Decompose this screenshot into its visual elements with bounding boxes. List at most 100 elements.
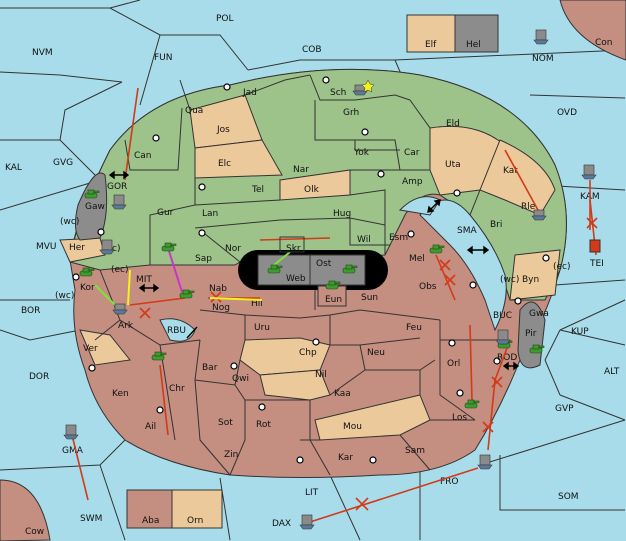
land-label: Ver [83,344,98,354]
supply-centers [72,76,550,464]
sea-label: MIT [136,275,152,285]
land-label: Cow [25,527,44,537]
land-label: GMA [62,446,84,456]
land-label: Neu [367,348,385,358]
land-label: Sot [218,418,233,428]
sea-label: ALT [604,367,620,377]
sea-label: DAX [272,519,291,529]
land-label: Qwi [232,374,249,384]
sea-label: KUP [571,327,589,337]
sea-label: GVP [555,404,574,414]
land-label: Olk [304,185,320,195]
land-label: (wc) [55,291,74,301]
territory-gaw[interactable] [74,172,108,241]
sea-label: GVG [53,158,73,168]
territory-orn[interactable] [171,489,223,529]
land-label: Sap [195,254,212,264]
land-label: Her [69,243,85,253]
territory-elf[interactable] [406,14,456,53]
sea-label: SOM [558,492,579,502]
land-label: Aba [142,516,159,526]
land-label: Web [286,274,306,284]
land-label: Mel [409,254,425,264]
sea-label: FRO [440,477,459,487]
land-label: Elf [425,40,437,50]
land-label: Sch [330,88,346,98]
land-label: Can [134,151,152,161]
territory-borders [124,74,501,271]
territory-byn[interactable] [509,249,561,301]
support-line-lime [94,284,119,309]
land-label: Eun [325,295,342,305]
land-label: Bar [202,363,218,373]
land-label: (wc) [60,217,79,227]
land-label: Gaw [85,202,105,212]
land-label: Mou [343,422,362,432]
cut-markers [139,217,598,511]
land-labels: Elf Hel Con TEI Jad Sch Qua Jos Grh Eld … [25,38,613,537]
land-label: Feu [406,323,422,333]
land-label: Hug [333,209,351,219]
support-line-yellow [127,269,131,306]
sea-label: SMA [457,226,477,236]
support-line-magenta [167,247,183,293]
land-label: Tel [251,185,264,195]
land-label: Elc [218,159,231,169]
land-label: Hel [466,40,481,50]
land-label: Gur [157,208,174,218]
land-label: Lan [202,209,218,219]
territory-borders-south [94,269,500,476]
territory-kat[interactable] [479,139,556,216]
land-label: Nab [209,284,227,294]
land-label: Pir [525,329,537,339]
land-label: Nar [293,165,309,175]
territory-ost[interactable] [309,254,366,286]
territory-cow[interactable] [0,479,51,541]
land-label: Sam [405,446,425,456]
land-label: Ost [316,259,332,269]
sea-label: GOR [107,182,127,192]
sea-label: MVU [36,242,57,252]
sea-labels: POL NVM FUN COB NOM OVD KAL GVG GOR KAM … [5,14,620,529]
land-label: Uta [445,160,461,170]
sea-label: COB [302,45,322,55]
land-label: Grh [343,108,359,118]
land-label: Chp [299,348,317,358]
land-label: Nil [315,370,327,380]
land-label: Kat [503,166,518,176]
land-label: Rle [521,202,536,212]
territory-elc[interactable] [194,139,283,179]
sea-label: RBU [167,326,186,336]
land-label: (ec) [111,265,129,275]
territory-skr[interactable] [279,236,305,253]
land-label: Jos [216,125,230,135]
land-label: Kaa [334,389,351,399]
territory-ver[interactable] [79,329,131,366]
territory-hel[interactable] [454,14,499,53]
land-label: Qua [185,106,203,116]
territory-mou[interactable] [314,394,431,441]
territory-uta[interactable] [429,125,511,196]
land-label: Zin [224,450,238,460]
territory-nil[interactable] [259,369,331,401]
convoy-arrows [108,170,520,371]
land-label: Rot [256,420,271,430]
land-label: Chr [169,384,185,394]
land-label: Ken [112,389,129,399]
land-label: Jad [242,88,257,98]
land-label: Ark [118,321,134,331]
land-label: TEI [589,259,604,269]
land-label: Con [595,38,613,48]
land-label: Kor [80,283,95,293]
sea-sma[interactable] [419,199,507,332]
land-label: Amp [402,177,423,187]
sea-label: DOR [29,372,49,382]
sea-label: NOM [532,54,554,64]
land-label: Sun [361,293,378,303]
land-label: Orl [447,359,460,369]
land-label: Yok [353,148,370,158]
land-label: Esm [389,233,408,243]
